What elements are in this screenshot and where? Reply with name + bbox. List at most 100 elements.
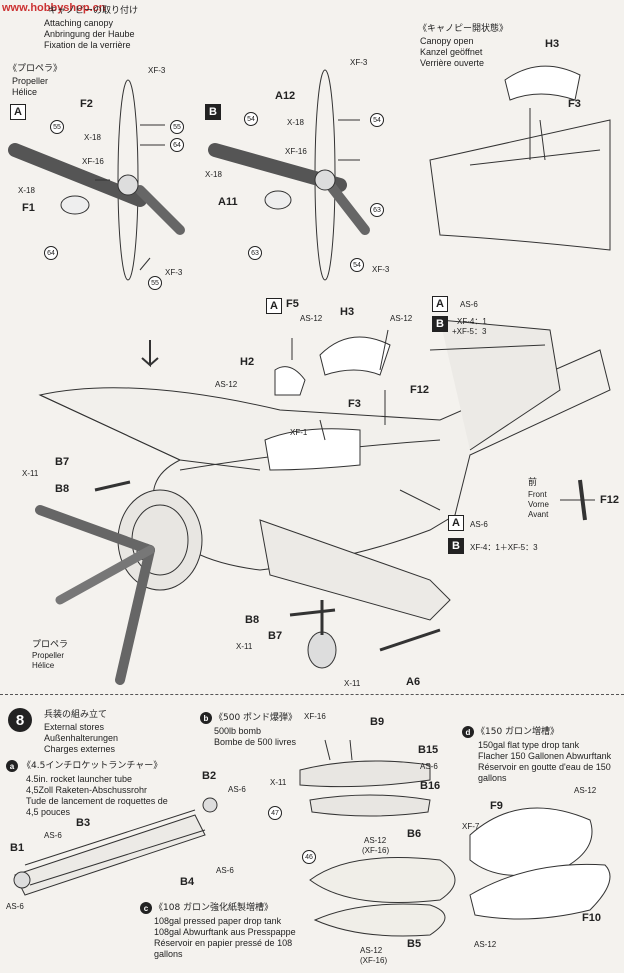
paint-x11-main-2: X-11 (236, 642, 253, 651)
part-f2: F2 (80, 98, 93, 110)
paint-x18-a1: X-18 (84, 133, 101, 142)
front-en: Front (528, 490, 547, 499)
canopy-attach-en: Attaching canopy (44, 18, 114, 28)
canopy-attach-jp: キャノピーの取り付け (48, 6, 139, 16)
paint-63-b1: 63 (370, 203, 384, 217)
paint-as12-d1: AS-12 (574, 786, 597, 795)
paint-as12-c1: AS-12 (364, 836, 387, 845)
step8-jp: 兵装の組み立て (44, 710, 108, 720)
sub-d-badge: d (462, 726, 474, 738)
paint-xf3-b2: XF-3 (372, 265, 390, 274)
paint-47: 47 (268, 806, 282, 820)
part-f9: F9 (490, 800, 503, 812)
sub-a-fr2: 4,5 pouces (26, 807, 71, 817)
part-f10: F10 (582, 912, 601, 924)
propeller-label-fr: Hélice (12, 87, 38, 97)
propeller-label-jp: 《プロペラ》 (8, 64, 63, 74)
part-h3-main: H3 (340, 306, 355, 318)
part-b7-main-2: B7 (268, 630, 283, 642)
part-b6: B6 (407, 828, 422, 840)
variant-a-box: A (10, 104, 26, 120)
part-f12-front: F12 (600, 494, 619, 506)
front-fr: Avant (528, 510, 549, 519)
sub-c-fr2: gallons (154, 949, 183, 959)
front-de: Vorne (528, 500, 549, 509)
paint-55-a1: 55 (50, 120, 64, 134)
paint-x18-b1: X-18 (287, 118, 304, 127)
paint-54-b1: 54 (244, 112, 258, 126)
paint-as12-main-1: AS-12 (300, 314, 323, 323)
prop-jp-bottom: プロペラ (32, 640, 69, 650)
paint-as6-a2: AS-6 (44, 831, 62, 840)
paint-x11-main-1: X-11 (22, 469, 39, 478)
part-f3-open: F3 (568, 98, 581, 110)
sub-a-fr1: Tude de lancement de roquettes de (26, 796, 168, 806)
paint-46: 46 (302, 850, 316, 864)
sub-c-en: 108gal pressed paper drop tank (154, 916, 282, 926)
variant-b-box: B (205, 104, 221, 120)
sub-d-fr2: gallons (478, 773, 507, 783)
sub-a-badge: a (6, 760, 18, 772)
part-b1: B1 (10, 842, 25, 854)
sub-d-en: 150gal flat type drop tank (478, 740, 580, 750)
paint-as12-main-3: AS-12 (215, 380, 238, 389)
paint-x11-b: X-11 (270, 778, 287, 787)
part-b8-main-2: B8 (245, 614, 260, 626)
paint-as6-b: AS-6 (420, 762, 438, 771)
part-b5: B5 (407, 938, 422, 950)
canopy-attach-fr: Fixation de la verrière (44, 40, 131, 50)
paint-xf16-b: XF-16 (304, 712, 326, 721)
step-divider (0, 694, 624, 695)
paint-xf3-b1: XF-3 (350, 58, 368, 67)
paint-as6-main-1: AS-6 (460, 300, 478, 309)
canopy-attach-de: Anbringung der Haube (44, 29, 135, 39)
paint-as12-main-2: AS-12 (390, 314, 413, 323)
part-f5: F5 (286, 298, 299, 310)
paint-xf3-a1: XF-3 (148, 66, 166, 75)
paint-xf16-c1: (XF-16) (362, 846, 390, 855)
main-variant-b-box-1: B (432, 316, 448, 332)
part-b4: B4 (180, 876, 195, 888)
prop-a-blade-left (8, 143, 147, 207)
sub-c-de: 108gal Abwurftank aus Presspappe (154, 927, 296, 937)
paint-as12-c2: AS-12 (360, 946, 383, 955)
part-b8-main-1: B8 (55, 483, 70, 495)
paint-as6-a4: AS-6 (216, 866, 234, 875)
front-jp: 前 (528, 478, 538, 488)
paint-mix-main-3: XF-4：1＋XF-5：3 (470, 543, 538, 552)
sub-c-fr1: Réservoir en papier pressé de 108 (154, 938, 293, 948)
sub-a-jp: 《4.5インチロケットランチャー》 (22, 761, 163, 771)
part-b3: B3 (76, 817, 91, 829)
part-b7-main-1: B7 (55, 456, 70, 468)
paint-55-a2: 55 (170, 120, 184, 134)
paint-x18-a2: X-18 (18, 186, 35, 195)
propeller-label-en: Propeller (12, 76, 49, 86)
canopy-open-fr: Verrière ouverte (420, 58, 485, 68)
sub-d-jp: 《150 ガロン増槽》 (476, 727, 560, 737)
paint-as6-a1: AS-6 (228, 785, 246, 794)
sub-c-badge: c (140, 902, 152, 914)
paint-54-b2: 54 (370, 113, 384, 127)
sub-b-en: 500lb bomb (214, 726, 262, 736)
paint-mix-main-2: +XF-5：3 (452, 327, 487, 336)
main-variant-a-box-1: A (266, 298, 282, 314)
main-variant-a-box-3: A (448, 515, 464, 531)
paint-as6-a3: AS-6 (6, 902, 24, 911)
paint-x11-main-3: X-11 (344, 679, 361, 688)
part-a6: A6 (406, 676, 421, 688)
paint-54-b3: 54 (350, 258, 364, 272)
step-8-number: 8 (8, 708, 32, 732)
paint-xf3-a2: XF-3 (165, 268, 183, 277)
paint-64-a1: 64 (170, 138, 184, 152)
part-a11: A11 (218, 196, 238, 208)
canopy-open-de: Kanzel geöffnet (420, 47, 483, 57)
part-b15: B15 (418, 744, 439, 756)
paint-mix-main-1: XF-4：1 (457, 317, 487, 326)
paint-xf16-c2: (XF-16) (360, 956, 388, 965)
sub-c-jp: 《108 ガロン強化紙製増槽》 (154, 903, 274, 913)
paint-as12-d2: AS-12 (474, 940, 497, 949)
paint-xf16-a: XF-16 (82, 157, 104, 166)
part-b2: B2 (202, 770, 217, 782)
paint-xf1-main: XF-1 (290, 428, 308, 437)
